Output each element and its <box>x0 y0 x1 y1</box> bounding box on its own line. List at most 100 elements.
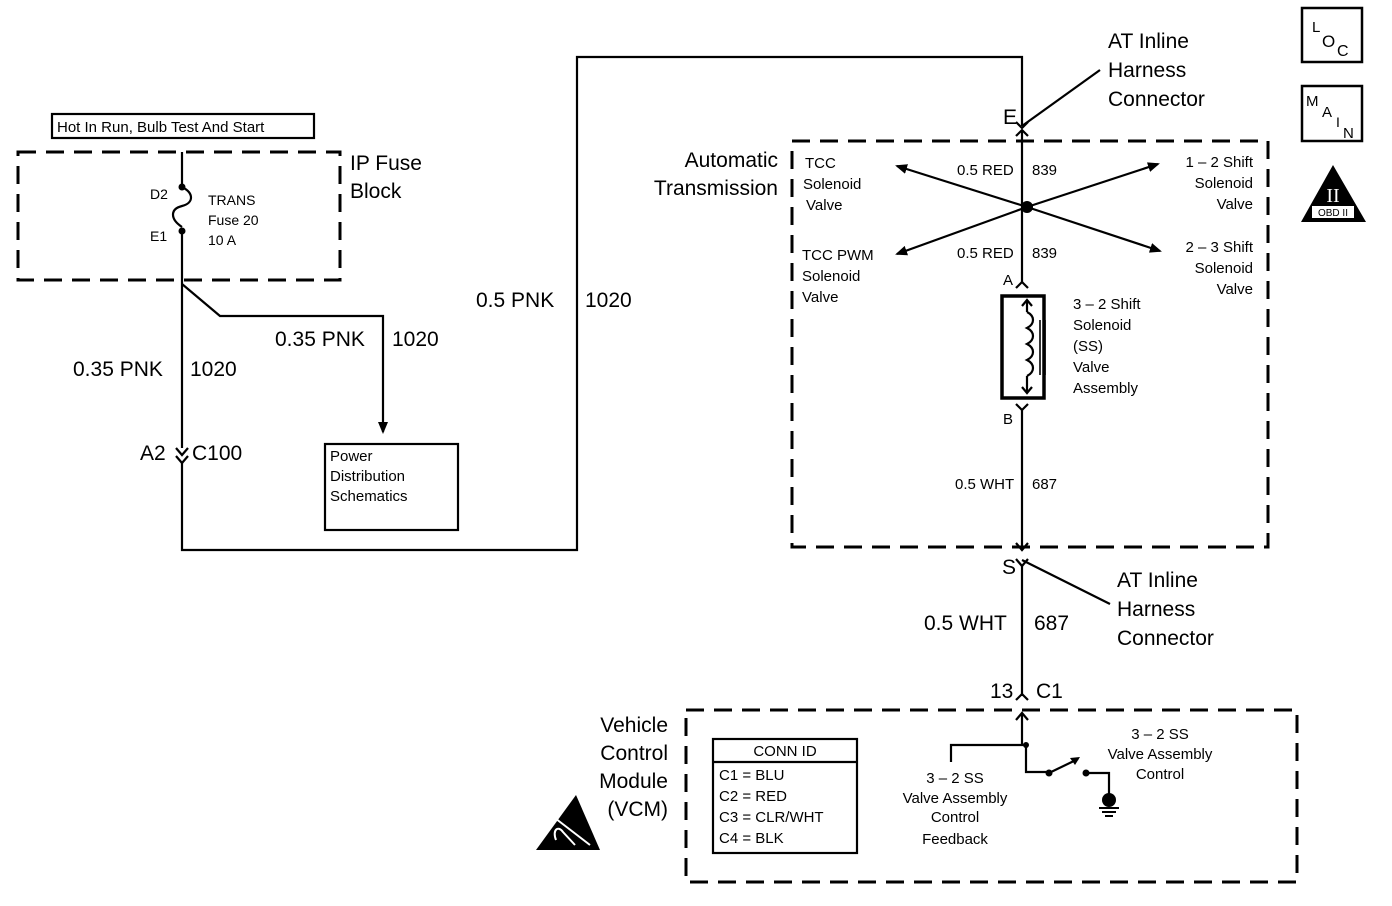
inline-connector-e-pin: E <box>1003 106 1017 129</box>
shift-1-2-solenoid-valve-label: 1 – 2 Shift Solenoid Valve <box>1185 154 1253 213</box>
svg-text:O: O <box>1322 32 1335 51</box>
wire-label-red-upper-circuit: 839 <box>1032 162 1057 179</box>
inline-connector-s-label-1: AT Inline <box>1117 569 1198 592</box>
wire-label-long-gauge: 0.5 PNK <box>476 289 554 312</box>
fuse-rating: 10 A <box>208 232 237 248</box>
ip-fuse-block-title-2: Block <box>350 180 402 203</box>
connector-a-pin: A <box>1003 272 1013 289</box>
svg-text:3 – 2 SS: 3 – 2 SS <box>926 770 984 787</box>
power-distribution-schematics-link[interactable]: Power Distribution Schematics <box>323 442 460 532</box>
svg-text:II: II <box>1326 185 1339 207</box>
fuse-pin-e1: E1 <box>150 228 167 244</box>
wire-label-wht-inner-circuit: 687 <box>1032 476 1057 493</box>
wire-label-left-circuit: 1020 <box>190 358 237 381</box>
svg-text:Solenoid: Solenoid <box>802 268 860 285</box>
power-distribution-line3: Schematics <box>330 488 408 505</box>
connector-c100-name: C100 <box>192 442 242 465</box>
automatic-transmission-title-2: Transmission <box>654 177 778 200</box>
conn-id-row: C3 = CLR/WHT <box>719 809 824 826</box>
svg-text:Valve: Valve <box>1217 196 1253 213</box>
fuse-icon <box>171 186 193 228</box>
svg-text:TCC: TCC <box>805 155 836 172</box>
connector-a-icon <box>1015 280 1029 289</box>
svg-text:1 – 2 Shift: 1 – 2 Shift <box>1185 154 1253 171</box>
inline-connector-s-label-3: Connector <box>1117 627 1214 650</box>
fuse-name: TRANS <box>208 192 255 208</box>
inline-connector-e: E AT Inline Harness Connector <box>1003 30 1205 137</box>
svg-text:Valve: Valve <box>802 289 838 306</box>
main-button[interactable]: M A I N <box>1300 84 1364 143</box>
svg-text:3 – 2 SS: 3 – 2 SS <box>1131 726 1189 743</box>
inline-connector-e-label-2: Harness <box>1108 59 1186 82</box>
automatic-transmission-title-1: Automatic <box>685 149 778 172</box>
svg-text:(SS): (SS) <box>1073 338 1103 355</box>
control-label: 3 – 2 SS Valve Assembly Control <box>1108 726 1213 783</box>
svg-text:I: I <box>1336 114 1340 130</box>
ground-icon <box>1099 793 1119 817</box>
svg-text:TCC PWM: TCC PWM <box>802 247 874 264</box>
vcm-title-3: Module <box>599 770 668 793</box>
power-distribution-line1: Power <box>330 448 373 465</box>
vcm-title-4: (VCM) <box>607 798 668 821</box>
svg-text:Valve Assembly: Valve Assembly <box>903 790 1008 807</box>
loc-button[interactable]: L O C <box>1300 6 1364 64</box>
svg-text:A: A <box>1322 104 1332 121</box>
svg-text:Control: Control <box>931 809 979 826</box>
wire-label-wht-outer-circuit: 687 <box>1034 612 1069 635</box>
wire-label-long-circuit: 1020 <box>585 289 632 312</box>
wire-label-branch-gauge: 0.35 PNK <box>275 328 365 351</box>
wire-label-branch-circuit: 1020 <box>392 328 439 351</box>
svg-text:Control: Control <box>1136 766 1184 783</box>
pink-1020-circuit: 0.35 PNK 1020 0.35 PNK 1020 A2 C100 0.5 … <box>73 55 1024 552</box>
svg-text:Valve Assembly: Valve Assembly <box>1108 746 1213 763</box>
wire-label-red-lower-circuit: 839 <box>1032 245 1057 262</box>
inline-connector-s-pin: S <box>1002 556 1016 579</box>
svg-text:Valve: Valve <box>806 197 842 214</box>
svg-text:C: C <box>1337 43 1349 60</box>
svg-text:OBD II: OBD II <box>1318 208 1348 219</box>
svg-text:3 – 2 Shift: 3 – 2 Shift <box>1073 296 1141 313</box>
svg-text:2 – 3 Shift: 2 – 3 Shift <box>1185 239 1253 256</box>
fuse-pin-d2: D2 <box>150 186 168 202</box>
svg-text:Valve: Valve <box>1073 359 1109 376</box>
svg-text:Assembly: Assembly <box>1073 380 1139 397</box>
connector-c1-name: C1 <box>1036 680 1063 703</box>
ip-fuse-block: IP Fuse Block D2 E1 TRANS Fuse 20 10 A <box>16 150 422 282</box>
esd-warning-icon <box>536 795 600 850</box>
conn-id-table: CONN ID C1 = BLU C2 = RED C3 = CLR/WHT C… <box>711 737 859 855</box>
connector-c1-pin: 13 <box>990 680 1013 703</box>
svg-text:Valve: Valve <box>1217 281 1253 298</box>
tcc-pwm-solenoid-valve-label: TCC PWM Solenoid Valve <box>802 247 874 306</box>
obd-ii-icon[interactable]: II OBD II <box>1301 165 1366 222</box>
solenoid-coil-icon <box>1024 311 1035 377</box>
wire-label-red-upper-gauge: 0.5 RED <box>957 162 1014 179</box>
power-distribution-line2: Distribution <box>330 468 405 485</box>
inline-connector-s: S AT Inline Harness Connector 0.5 WHT 68… <box>924 556 1214 703</box>
feedback-label: 3 – 2 SS Valve Assembly Control Feedback <box>903 770 1008 848</box>
svg-text:Solenoid: Solenoid <box>1195 260 1253 277</box>
inline-connector-e-label-3: Connector <box>1108 88 1205 111</box>
vehicle-control-module: Vehicle Control Module (VCM) CONN ID C1 … <box>536 708 1299 884</box>
inline-connector-e-label-1: AT Inline <box>1108 30 1189 53</box>
conn-id-row: C2 = RED <box>719 788 787 805</box>
tcc-solenoid-valve-label: TCC Solenoid Valve <box>803 155 861 214</box>
wire-label-wht-inner-gauge: 0.5 WHT <box>955 476 1014 493</box>
svg-text:L: L <box>1312 19 1320 36</box>
connector-c100-icon <box>175 447 189 465</box>
svg-text:Solenoid: Solenoid <box>1195 175 1253 192</box>
vcm-title-2: Control <box>600 742 668 765</box>
power-source-label-box: Hot In Run, Bulb Test And Start <box>50 112 316 140</box>
wire-label-left-gauge: 0.35 PNK <box>73 358 163 381</box>
shift-3-2-solenoid: 3 – 2 Shift Solenoid (SS) Valve Assembly <box>1000 294 1141 400</box>
automatic-transmission-box: Automatic Transmission 0.5 RED 839 0.5 R… <box>654 130 1270 552</box>
vcm-title-1: Vehicle <box>600 714 668 737</box>
ip-fuse-block-title-1: IP Fuse <box>350 152 422 175</box>
conn-id-row: C1 = BLU <box>719 767 784 784</box>
svg-text:Solenoid: Solenoid <box>1073 317 1131 334</box>
connector-b-pin: B <box>1003 411 1013 428</box>
fuse-number: Fuse 20 <box>208 212 259 228</box>
svg-text:Feedback: Feedback <box>922 831 988 848</box>
connector-b-icon <box>1015 403 1029 412</box>
connector-c100-pin: A2 <box>140 442 166 465</box>
